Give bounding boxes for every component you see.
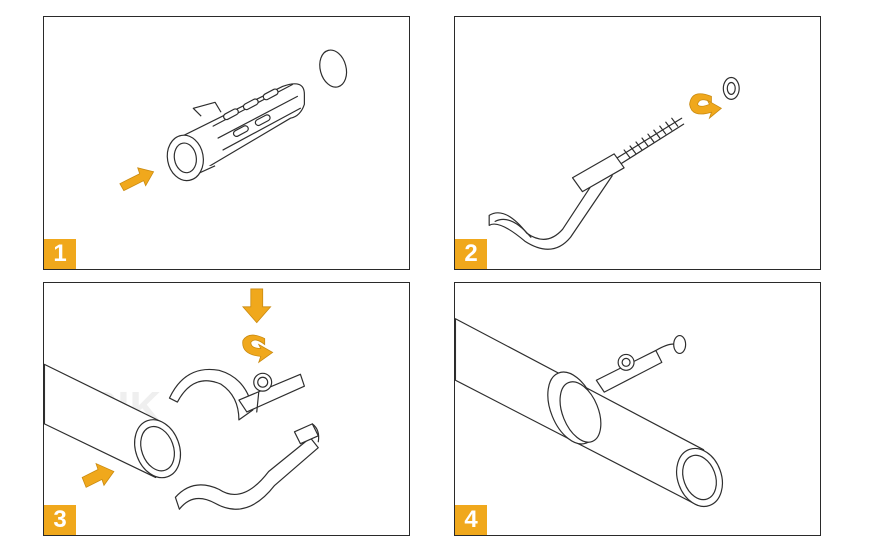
washer: [722, 76, 740, 100]
push-arrow-icon: [81, 462, 115, 488]
pipe: [44, 363, 182, 479]
pipe-hook: [488, 153, 625, 250]
rotate-arrow-icon: [689, 93, 723, 120]
pipe-insert-illustration: ARIK: [44, 288, 320, 510]
screw-hook-illustration: [488, 76, 740, 250]
lower-clamp: [174, 423, 320, 510]
step-panel-1: 1: [43, 16, 410, 270]
step-number-badge: 2: [455, 239, 487, 269]
insert-arrow-icon: [119, 167, 155, 192]
upper-clamp: [168, 368, 305, 421]
rotate-arrow-icon: [242, 334, 274, 364]
step-panel-3: ARIK 3: [43, 282, 410, 536]
step-panel-4: 4: [454, 282, 821, 536]
wall-hole: [319, 49, 348, 88]
step-number-badge: 4: [455, 505, 487, 535]
assembled-clamp-illustration: [455, 318, 724, 507]
wall-plug: [166, 83, 305, 182]
wall-plug-illustration: [119, 49, 348, 192]
down-arrow-icon: [241, 288, 272, 324]
step-panel-2: 2: [454, 16, 821, 270]
step-number-badge: 1: [44, 239, 76, 269]
step-number-badge: 3: [44, 505, 76, 535]
mounted-clamp: [547, 334, 687, 445]
